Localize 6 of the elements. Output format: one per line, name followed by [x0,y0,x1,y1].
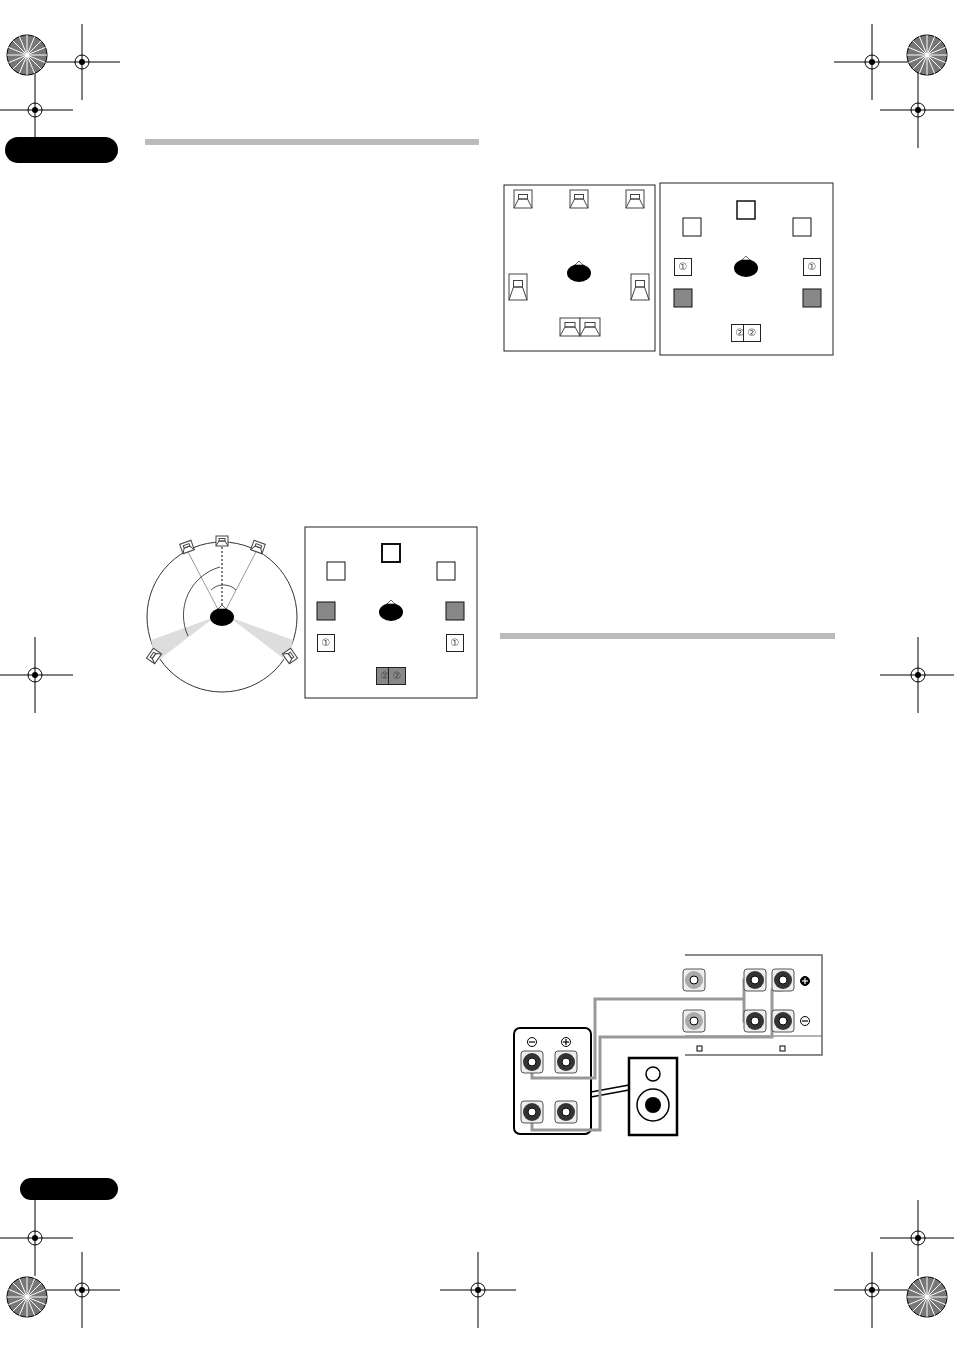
speaker-marker: ① [446,634,464,652]
speaker-marker: ① [803,258,821,276]
speaker-marker: ① [317,634,335,652]
speaker-marker: ① [674,258,692,276]
speaker-marker: ② [388,667,406,685]
speaker-marker: ② [743,324,761,342]
